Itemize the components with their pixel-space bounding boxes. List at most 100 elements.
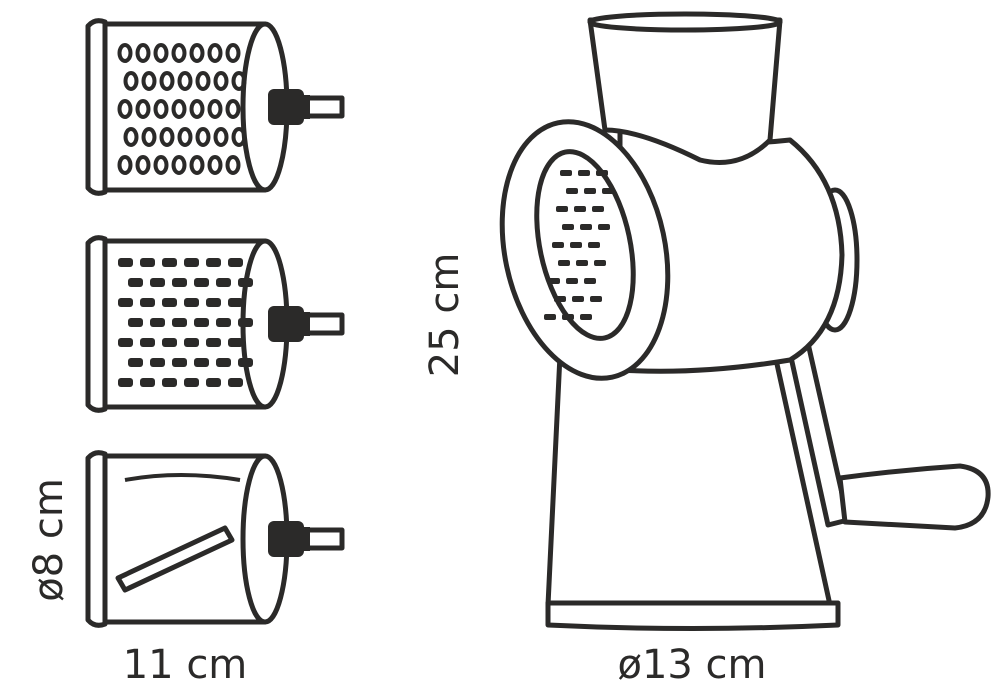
grater-hole (153, 99, 169, 119)
grater-hole (231, 127, 247, 147)
grater-hole (141, 127, 157, 147)
slicing-slot (216, 318, 231, 327)
slicing-slot (150, 318, 165, 327)
drum-axle-hub (268, 521, 304, 557)
slicing-slot (216, 358, 231, 367)
slicing-slot (228, 338, 243, 347)
slicing-slot (206, 298, 221, 307)
grating-tooth (580, 224, 592, 230)
slicing-slot (206, 338, 221, 347)
grater-hole (159, 127, 175, 147)
drum-axle-collar (300, 527, 310, 551)
slicing-slot (140, 258, 155, 267)
grater-hole (135, 43, 151, 63)
slicing-slot (228, 258, 243, 267)
slicing-slot (118, 298, 133, 307)
grating-tooth (548, 278, 560, 284)
slicing-slot (118, 258, 133, 267)
grater-hole (159, 71, 175, 91)
slicing-slot (128, 318, 143, 327)
drum-set (85, 18, 345, 628)
grating-tooth (592, 206, 604, 212)
grater-hole (117, 99, 133, 119)
grating-tooth (588, 242, 600, 248)
funnel-rim (587, 11, 783, 33)
slicing-slot (216, 278, 231, 287)
slicing-slot (238, 358, 253, 367)
grater-hole (231, 71, 247, 91)
grater-hole (207, 99, 223, 119)
drum-slicing-slots (85, 235, 345, 413)
grating-tooth (576, 260, 588, 266)
grater-hole (123, 127, 139, 147)
grating-tooth (574, 206, 586, 212)
grater-hole (195, 71, 211, 91)
grater-hole (123, 71, 139, 91)
grating-tooth (598, 224, 610, 230)
grating-tooth (584, 278, 596, 284)
grater-hole (135, 99, 151, 119)
grating-tooth (596, 170, 608, 176)
drum-rim (85, 18, 108, 196)
drum-axle-hub (268, 89, 304, 125)
grating-tooth (572, 296, 584, 302)
slicing-slot (128, 358, 143, 367)
drum-length-label: 11 cm (123, 642, 248, 688)
drum-axle-collar (300, 95, 310, 119)
slicing-slot (140, 298, 155, 307)
base-rim (545, 600, 841, 631)
grater-hole (117, 155, 133, 175)
grating-tooth (566, 188, 578, 194)
grating-tooth (578, 170, 590, 176)
grater-hole (171, 43, 187, 63)
slicing-slot (206, 378, 221, 387)
slicing-slot (206, 258, 221, 267)
grating-tooth (556, 206, 568, 212)
slicing-slot (150, 358, 165, 367)
drum-seam (124, 473, 241, 482)
grating-tooth (544, 314, 556, 320)
slicing-slot (118, 378, 133, 387)
grater-hole (135, 155, 151, 175)
rotary-grater (499, 11, 991, 631)
grating-tooth (552, 242, 564, 248)
grater-hole (171, 155, 187, 175)
slicing-slot (194, 318, 209, 327)
slicing-slot (184, 258, 199, 267)
slicing-slot (184, 378, 199, 387)
grater-hole (225, 99, 241, 119)
slicing-slot (172, 278, 187, 287)
slicing-slot (128, 278, 143, 287)
grater-hole (207, 43, 223, 63)
drum-coarse-round-holes (85, 18, 345, 196)
grating-tooth (554, 296, 566, 302)
grater-hole (225, 43, 241, 63)
drum-window (534, 149, 636, 341)
grater-hole (189, 43, 205, 63)
grater-hole (207, 155, 223, 175)
grater-hole (189, 99, 205, 119)
slicing-slot (184, 338, 199, 347)
slicing-slot (118, 338, 133, 347)
slicing-slot (184, 298, 199, 307)
grater-hole (195, 127, 211, 147)
crank-handle (837, 463, 991, 531)
grating-tooth (562, 224, 574, 230)
grater-hole (153, 155, 169, 175)
grater-hole (213, 71, 229, 91)
height-label: 25 cm (422, 253, 468, 378)
grating-tooth (560, 170, 572, 176)
feed-funnel (587, 17, 783, 165)
grating-tooth (584, 188, 596, 194)
grating-tooth (594, 260, 606, 266)
slicing-slot (194, 358, 209, 367)
slicing-slot (162, 298, 177, 307)
slicing-slot (172, 358, 187, 367)
grating-tooth (558, 260, 570, 266)
slicing-slot (162, 338, 177, 347)
grating-tooth (570, 242, 582, 248)
slicing-slot (228, 298, 243, 307)
grater-hole (177, 127, 193, 147)
drum-rim (85, 450, 108, 628)
slicing-slot (140, 378, 155, 387)
